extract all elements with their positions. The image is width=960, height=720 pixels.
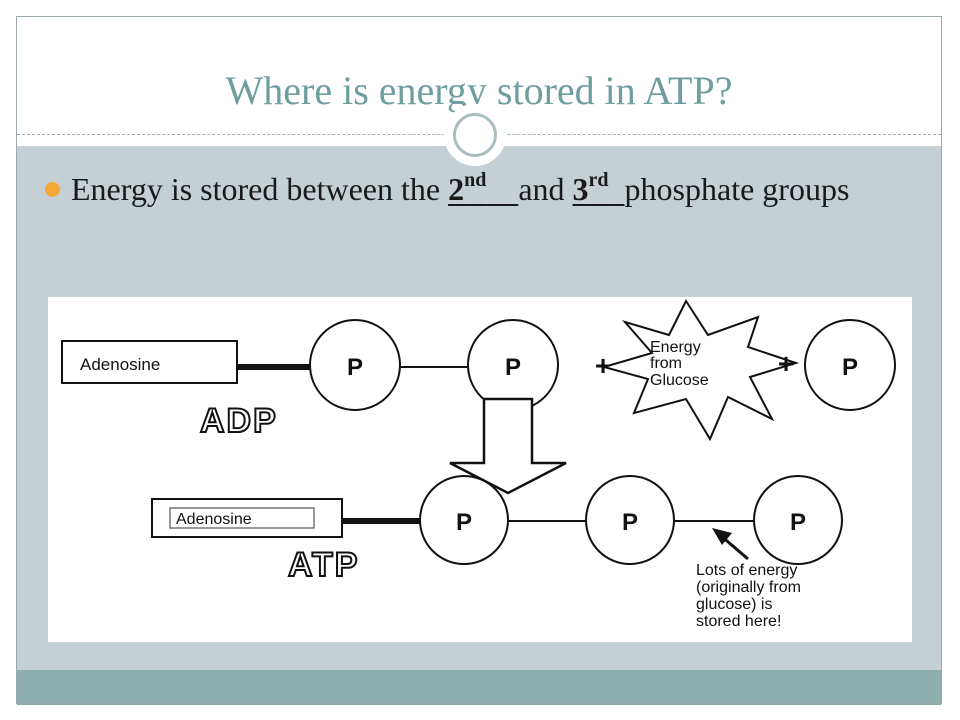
energy-text-line-3: Glucose: [650, 372, 709, 389]
bottom-line: [17, 704, 941, 705]
plus-sign-1: +: [595, 350, 611, 381]
energy-text-line-2: from: [650, 355, 682, 372]
down-arrow-icon: [449, 397, 567, 495]
atp-label: ATP: [288, 546, 359, 584]
adenosine-label-adp: Adenosine: [80, 355, 160, 374]
bullet-text-mid: and: [518, 171, 573, 207]
phosphate-circle-adp-1: [309, 319, 401, 411]
circle-ornament-icon: [444, 104, 506, 166]
adenosine-inner-box: [169, 507, 315, 529]
footer-bar: [17, 670, 941, 703]
adenosine-box-adp: [61, 340, 238, 384]
plus-sign-2: +: [778, 348, 794, 379]
annotation-line-4: stored here!: [696, 613, 781, 630]
blank-answer-2: 3rd: [572, 169, 609, 207]
energy-starburst-icon: [600, 298, 800, 442]
annotation-line-3: glucose) is: [696, 596, 772, 613]
bullet-text: Energy is stored between the 2nd and 3rd…: [71, 168, 921, 210]
phosphate-circle-free: [804, 319, 896, 411]
annotation-line-2: (originally from: [696, 579, 801, 596]
adenosine-label-atp: Adenosine: [176, 511, 252, 528]
atp-diagram: Adenosine P P + Energy from Glucose + P …: [48, 297, 912, 642]
annotation-line-1: Lots of energy: [696, 562, 797, 579]
bullet-icon: [45, 182, 60, 197]
adp-label: ADP: [200, 402, 278, 440]
diagram-svg: Adenosine P P + Energy from Glucose + P …: [61, 298, 896, 630]
bullet-text-after: phosphate groups: [624, 171, 850, 207]
bullet-text-before: Energy is stored between the: [71, 171, 449, 207]
pointer-arrow-icon: [712, 528, 732, 545]
energy-text-line-1: Energy: [650, 339, 701, 356]
phosphate-label: P: [456, 509, 472, 536]
phosphate-label: P: [622, 509, 638, 536]
phosphate-label: P: [842, 354, 858, 381]
blank-answer-1: 2nd: [448, 169, 487, 207]
phosphate-label: P: [790, 509, 806, 536]
phosphate-label: P: [505, 354, 521, 381]
phosphate-circle-atp-3: [753, 475, 843, 565]
phosphate-label: P: [347, 354, 363, 381]
